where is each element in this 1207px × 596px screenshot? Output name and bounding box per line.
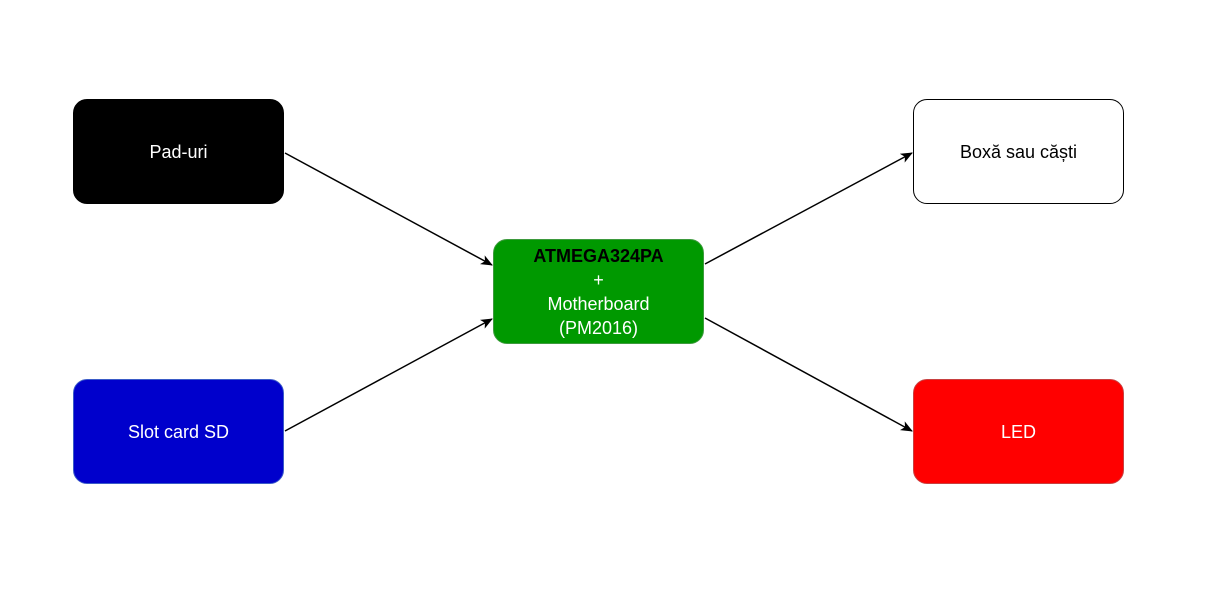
edge-sd-to-mcu (284, 318, 493, 432)
led-node[interactable]: LED (913, 379, 1124, 484)
sd-card-slot-label: Slot card SD (127, 421, 230, 442)
pads-label: Pad-uri (149, 141, 208, 162)
edge-pads-to-mcu (284, 152, 493, 266)
led-label: LED (1000, 421, 1036, 442)
motherboard-label: Motherboard (547, 293, 650, 314)
speaker-label: Boxă sau căști (959, 141, 1078, 162)
microcontroller-plus: + (593, 269, 604, 290)
edge-mcu-to-led (704, 317, 913, 432)
microcontroller-title: ATMEGA324PA (533, 245, 664, 266)
pads-node[interactable]: Pad-uri (73, 99, 284, 204)
speaker-node[interactable]: Boxă sau căști (913, 99, 1124, 204)
motherboard-model: (PM2016) (558, 317, 639, 338)
microcontroller-node[interactable]: ATMEGA324PA + Motherboard (PM2016) (493, 239, 704, 344)
sd-card-slot-node[interactable]: Slot card SD (73, 379, 284, 484)
edge-mcu-to-speaker (704, 152, 913, 265)
